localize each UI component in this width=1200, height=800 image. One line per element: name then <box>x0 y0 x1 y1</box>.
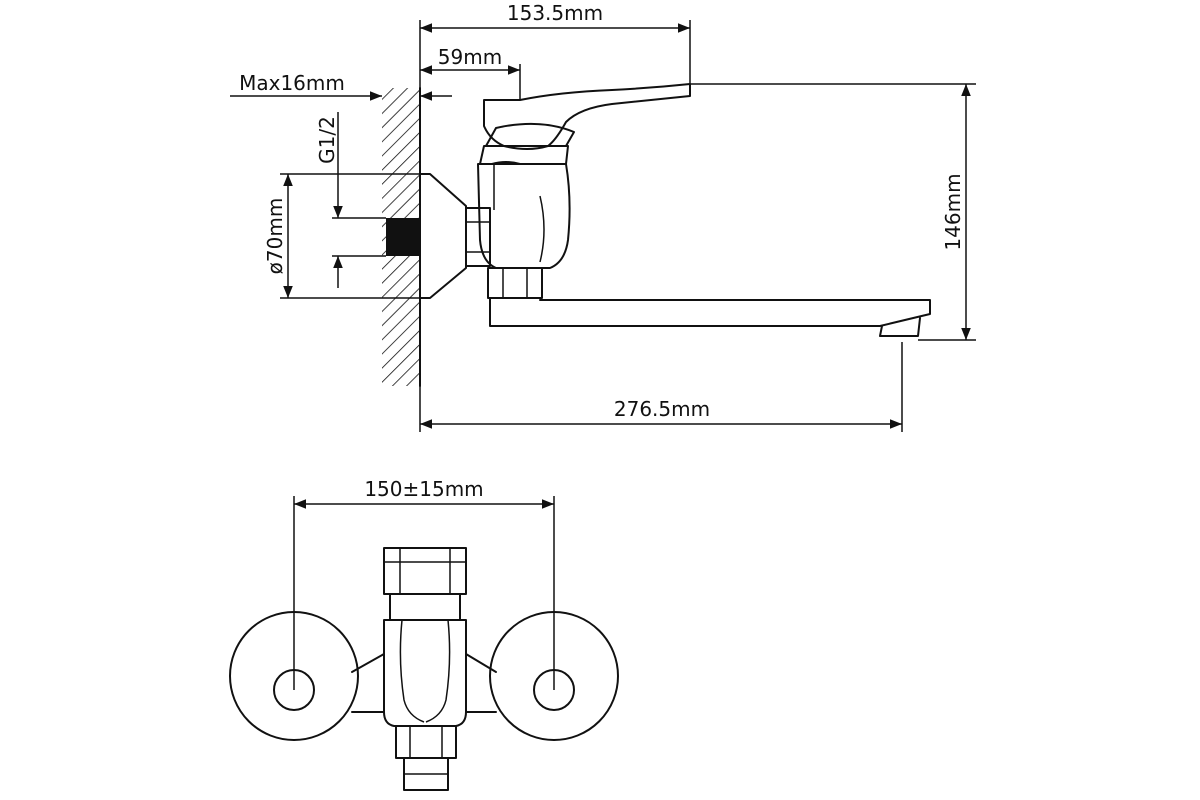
dim-height: 146mm <box>941 173 965 250</box>
front-view: 150±15mm <box>229 477 619 791</box>
dim-thread: G1/2 <box>315 116 339 164</box>
dim-centers: 150±15mm <box>364 477 483 501</box>
bottom-nut-front <box>395 725 457 759</box>
lever-handle-side <box>483 83 691 150</box>
mixer-body-front <box>383 619 467 727</box>
connector-nut <box>465 207 491 267</box>
cartridge-front <box>389 593 461 621</box>
dim-wall-max: Max16mm <box>239 71 345 95</box>
dim-spout-offset: 59mm <box>438 45 502 69</box>
flange-side <box>419 173 467 299</box>
dim-flange-diameter: ø70mm <box>263 198 287 275</box>
lower-nut-side <box>487 267 543 299</box>
dim-reach: 276.5mm <box>614 397 710 421</box>
side-view: 153.5mm 59mm Max16mm G1/2 ø70mm 146mm 27… <box>230 1 976 432</box>
mixer-body-side <box>477 161 571 269</box>
dim-overall-top: 153.5mm <box>507 1 603 25</box>
spout-side <box>489 297 931 327</box>
lever-handle-front <box>383 547 467 595</box>
aerator <box>879 317 921 337</box>
threaded-pipe <box>386 218 420 256</box>
